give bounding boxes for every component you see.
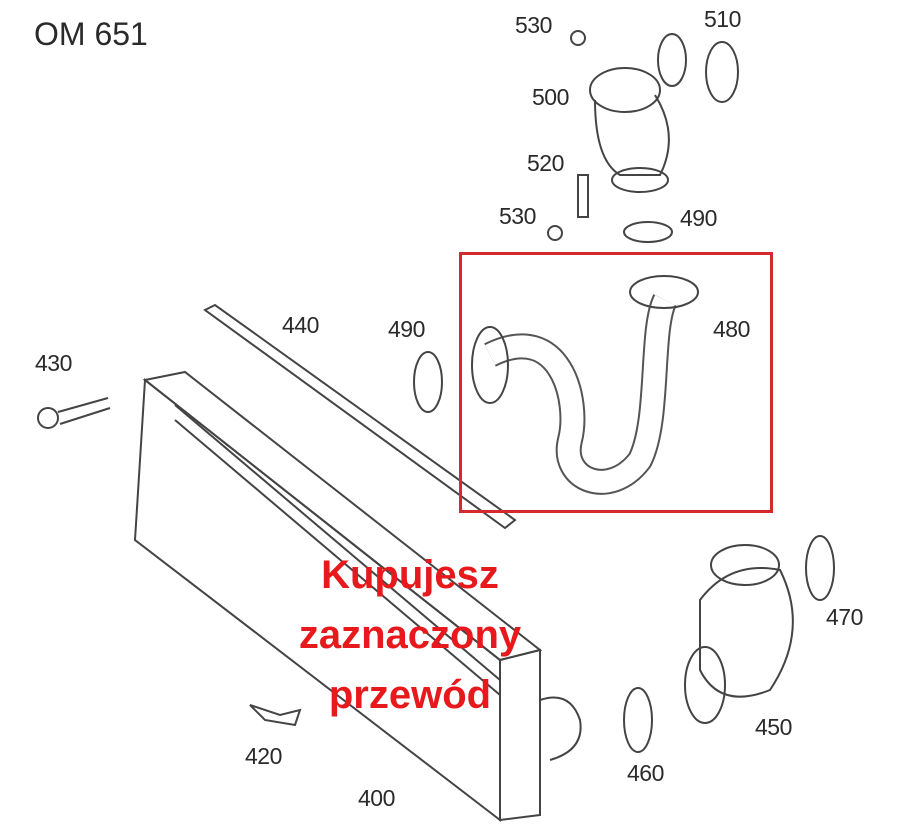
part-label-530-lower: 530 [499, 203, 536, 229]
o-ring-510 [705, 41, 739, 103]
screw-530-top [570, 30, 586, 46]
o-ring-470 [805, 535, 835, 601]
elbow-500 [589, 33, 687, 193]
purchase-note: Kupujesz zaznaczony przewód [240, 545, 580, 725]
o-ring-460 [623, 687, 653, 753]
engine-code-title: OM 651 [34, 16, 148, 52]
part-label-440: 440 [282, 312, 319, 338]
bracket-420 [249, 704, 302, 727]
part-label-490-top: 490 [680, 205, 717, 231]
part-label-430: 430 [35, 350, 72, 376]
highlight-box [459, 252, 773, 513]
charge-air-hose-450 [684, 544, 794, 724]
part-label-400: 400 [358, 785, 395, 811]
sensor-520 [577, 174, 589, 218]
note-line-2: zaznaczony [298, 613, 522, 657]
part-label-490-left: 490 [388, 316, 425, 342]
part-label-520: 520 [527, 150, 564, 176]
part-label-470: 470 [826, 604, 863, 630]
seal-strip-440 [203, 303, 517, 530]
note-line-3: przewód [328, 673, 492, 717]
part-label-530: 530 [515, 12, 552, 38]
part-label-450: 450 [755, 714, 792, 740]
screw-530-bottom [547, 225, 563, 241]
note-line-1: Kupujesz [321, 553, 499, 597]
bolt-430 [37, 397, 111, 429]
intercooler-400 [133, 370, 582, 823]
part-label-500: 500 [532, 84, 569, 110]
o-ring-490-left [413, 351, 443, 413]
part-label-510: 510 [704, 6, 741, 32]
part-label-460: 460 [627, 760, 664, 786]
part-label-480: 480 [713, 316, 750, 342]
charge-air-hose-480 [471, 275, 699, 495]
part-label-420: 420 [245, 743, 282, 769]
o-ring-490-top [623, 221, 673, 243]
